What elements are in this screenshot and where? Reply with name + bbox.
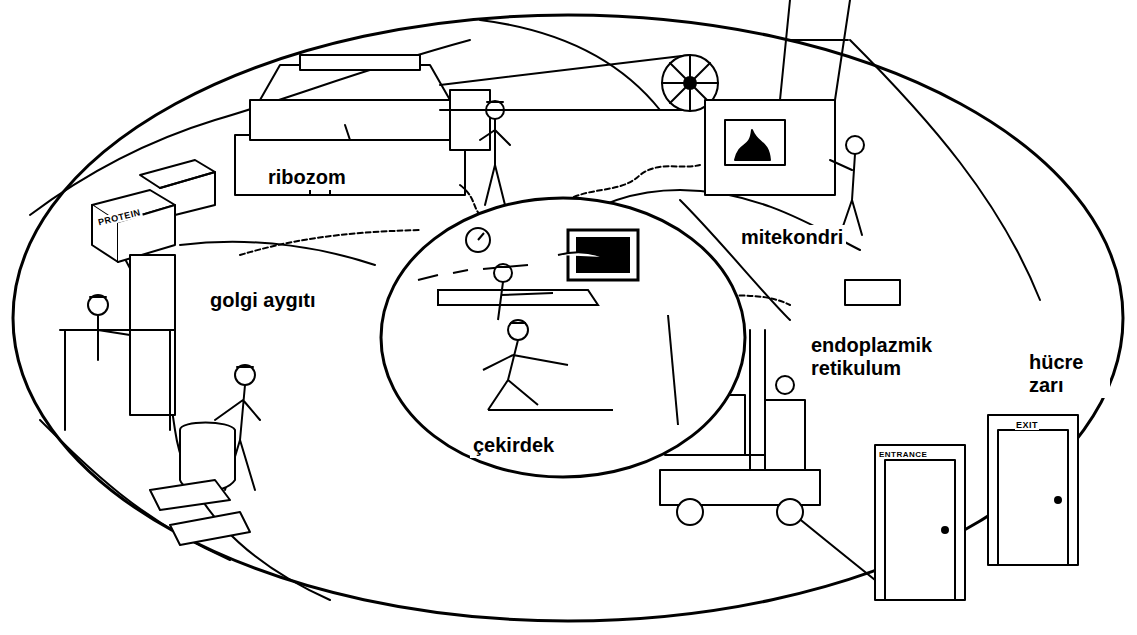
door-sign: EXIT: [1015, 420, 1039, 430]
organelle-label: mitekondri: [738, 225, 846, 250]
door-sign: ENTRANCE: [878, 450, 928, 459]
nucleus-label: çekirdek: [470, 433, 557, 458]
organelle-label: golgi aygıtı: [207, 288, 319, 313]
nucleus-outline: [378, 195, 748, 480]
organelle-label: ribozom: [265, 165, 349, 190]
nucleus-circle: çekirdek: [378, 195, 748, 480]
organelle-label: hücre zarı: [1026, 350, 1110, 398]
organelle-label: endoplazmik retikulum: [808, 333, 954, 381]
